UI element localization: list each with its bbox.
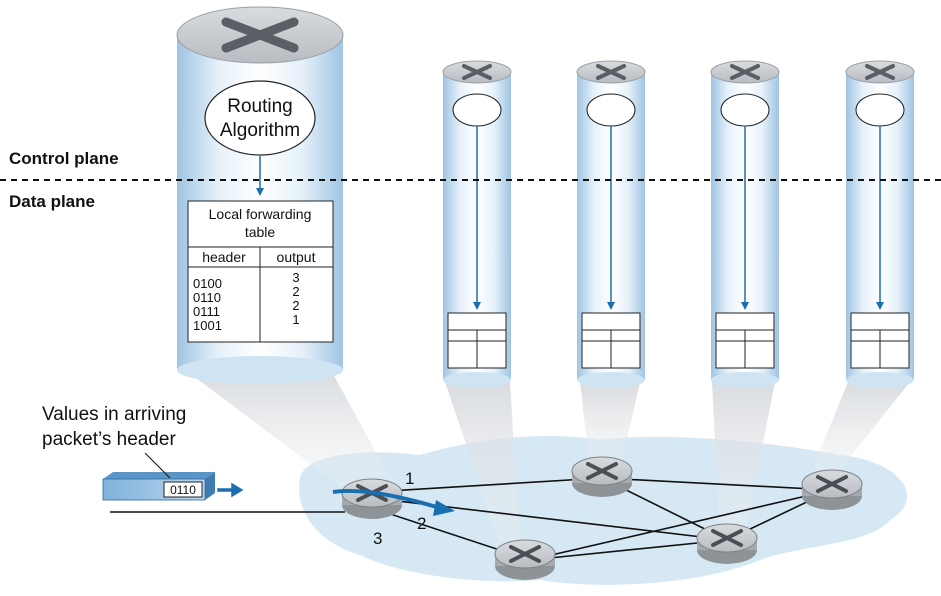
routing-algorithm-node bbox=[204, 80, 316, 156]
table-row-header: 0111 bbox=[193, 304, 220, 319]
router-cylinder bbox=[845, 60, 915, 388]
arrow-icon bbox=[433, 500, 455, 516]
router-cylinder bbox=[442, 60, 512, 388]
table-row-header: 0100 bbox=[193, 276, 222, 291]
packet-caption-line1: Values in arriving bbox=[42, 404, 186, 425]
forwarding-table-mini bbox=[581, 312, 641, 369]
router-cylinder bbox=[576, 60, 646, 388]
table-col-output: output bbox=[277, 249, 316, 265]
arriving-packet: 0110 bbox=[102, 472, 215, 501]
forwarding-table-title-line2: table bbox=[245, 224, 276, 240]
arrow-icon bbox=[217, 482, 244, 498]
router-icon bbox=[493, 538, 557, 582]
routing-node bbox=[720, 93, 770, 127]
router-icon bbox=[730, 64, 760, 80]
router-icon bbox=[570, 455, 634, 499]
forwarding-table-mini bbox=[447, 312, 507, 369]
port-3-label: 3 bbox=[373, 529, 382, 548]
port-1-label: 1 bbox=[405, 469, 414, 488]
forwarding-table-mini bbox=[850, 312, 910, 369]
routing-node bbox=[586, 93, 636, 127]
port-2-label: 2 bbox=[417, 514, 426, 533]
forwarding-table-title-line1: Local forwarding bbox=[209, 206, 312, 222]
table-row-header: 1001 bbox=[193, 318, 222, 333]
packet-caption-leader bbox=[144, 452, 171, 479]
routing-node bbox=[855, 93, 905, 127]
main-router-cylinder: Routing Algorithm Local forwarding table… bbox=[176, 6, 344, 384]
routing-algorithm-line2: Algorithm bbox=[220, 120, 300, 141]
forwarding-table-mini bbox=[715, 312, 775, 369]
routing-algorithm-line1: Routing bbox=[227, 96, 293, 117]
router-cylinder bbox=[710, 60, 780, 388]
packet-header-value: 0110 bbox=[170, 483, 196, 497]
control-plane-label: Control plane bbox=[9, 149, 119, 168]
routing-node bbox=[452, 93, 502, 127]
router-icon bbox=[695, 522, 759, 566]
forwarding-table: Local forwarding table header output 010… bbox=[187, 200, 334, 343]
table-row-output: 3 bbox=[292, 270, 299, 285]
table-col-header: header bbox=[202, 249, 246, 265]
router-icon bbox=[462, 64, 492, 80]
table-row-output: 2 bbox=[292, 298, 299, 313]
forwarding-path-arrow bbox=[332, 488, 441, 510]
router-icon bbox=[340, 477, 404, 521]
router-icon bbox=[221, 17, 299, 53]
data-plane-label: Data plane bbox=[9, 192, 95, 211]
table-row-output: 2 bbox=[292, 284, 299, 299]
router-icon bbox=[865, 64, 895, 80]
table-row-header: 0110 bbox=[193, 290, 221, 305]
table-row-output: 1 bbox=[292, 312, 299, 327]
packet-caption-line2: packet’s header bbox=[42, 429, 176, 450]
projection-beams bbox=[188, 372, 910, 545]
router-icon bbox=[800, 468, 864, 512]
router-icon bbox=[596, 64, 626, 80]
